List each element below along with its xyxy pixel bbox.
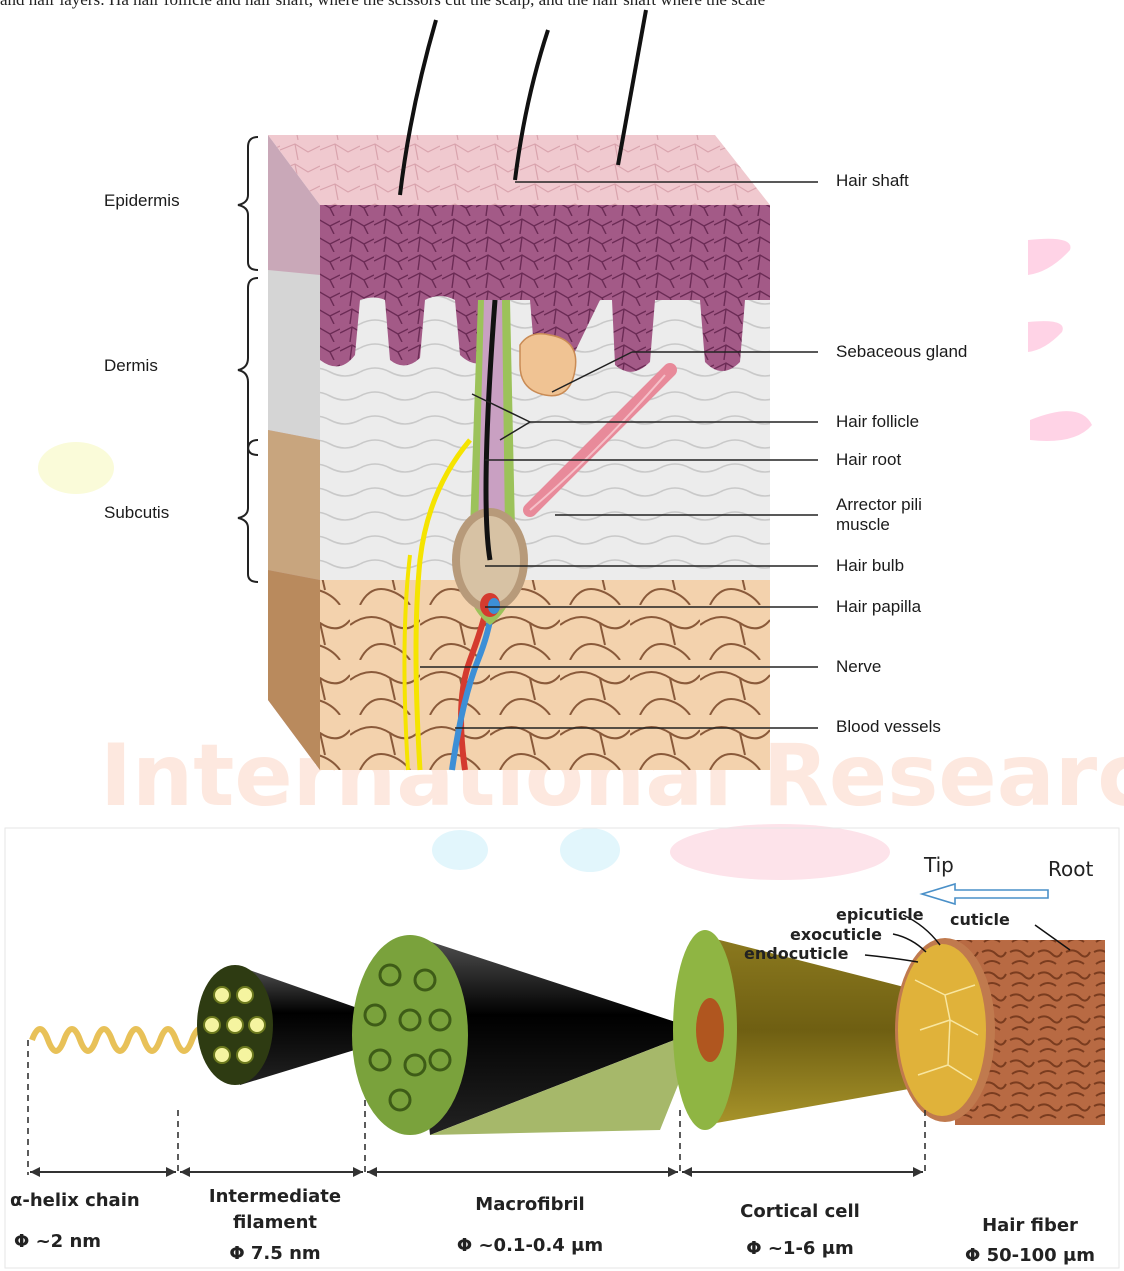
alpha-helix-chain — [32, 1029, 224, 1051]
structure-alpha-helix-name: α-helix chain — [10, 1188, 170, 1214]
structure-intermediate-filament-name: Intermediate filament — [185, 1184, 365, 1236]
structure-cortical-cell-size: Φ ~1-6 μm — [710, 1236, 890, 1262]
structure-macrofibril-name: Macrofibril — [420, 1192, 640, 1218]
tip-root-arrow — [922, 884, 1048, 904]
structure-alpha-helix-size: Φ ~2 nm — [14, 1229, 174, 1255]
label-root: Root — [1048, 860, 1093, 878]
label-exocuticle: exocuticle — [790, 926, 882, 944]
label-endocuticle: endocuticle — [744, 945, 849, 963]
structure-cortical-cell-name: Cortical cell — [710, 1199, 890, 1225]
structure-macrofibril-size: Φ ~0.1-0.4 μm — [420, 1233, 640, 1259]
label-cuticle: cuticle — [950, 911, 1010, 929]
structure-intermediate-filament-size: Φ 7.5 nm — [185, 1241, 365, 1267]
structure-hair-fiber-size: Φ 50-100 μm — [945, 1243, 1115, 1269]
label-epicuticle: epicuticle — [836, 906, 924, 924]
label-tip: Tip — [924, 856, 954, 874]
structure-hair-fiber-name: Hair fiber — [945, 1213, 1115, 1239]
hair-fiber-cortex — [898, 944, 986, 1116]
